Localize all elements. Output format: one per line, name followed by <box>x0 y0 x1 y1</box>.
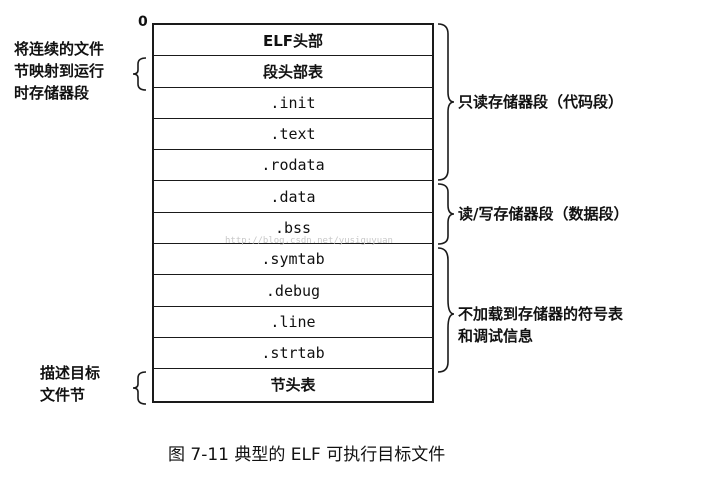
section-4: .text <box>154 119 432 151</box>
right-label-not-loaded: 不加载到存储器的符号表 和调试信息 <box>458 305 624 345</box>
left-brace-top <box>132 57 147 91</box>
left-label-mapped-segments: 将连续的文件 节映射到运行 时存储器段 <box>14 40 105 102</box>
section-8: .symtab <box>154 244 432 276</box>
elf-section-stack: ELF头部段头部表.init.text.rodata.data.bss.symt… <box>152 23 434 403</box>
section-11: .strtab <box>154 338 432 370</box>
origin-label: 0 <box>138 14 148 30</box>
figure-caption: 图 7-11 典型的 ELF 可执行目标文件 <box>168 445 446 465</box>
section-2: 段头部表 <box>154 56 432 88</box>
right-label-readwrite-segment: 读/写存储器段（数据段） <box>458 205 629 223</box>
right-label-readonly-segment: 只读存储器段（代码段） <box>458 93 624 111</box>
section-6: .data <box>154 181 432 213</box>
right-brace-notloaded <box>437 247 455 373</box>
section-9: .debug <box>154 275 432 307</box>
section-7: .bss <box>154 213 432 245</box>
section-10: .line <box>154 307 432 338</box>
section-3: .init <box>154 88 432 119</box>
right-brace-readonly <box>437 23 455 181</box>
left-label-section-header: 描述目标 文件节 <box>40 364 101 404</box>
section-12: 节头表 <box>270 376 316 395</box>
section-5: .rodata <box>154 150 432 182</box>
watermark: http://blog.csdn.net/yusiguyuan <box>225 236 393 246</box>
right-brace-readwrite <box>437 183 455 245</box>
left-brace-bottom <box>132 371 147 405</box>
section-1: ELF头部 <box>154 25 432 57</box>
